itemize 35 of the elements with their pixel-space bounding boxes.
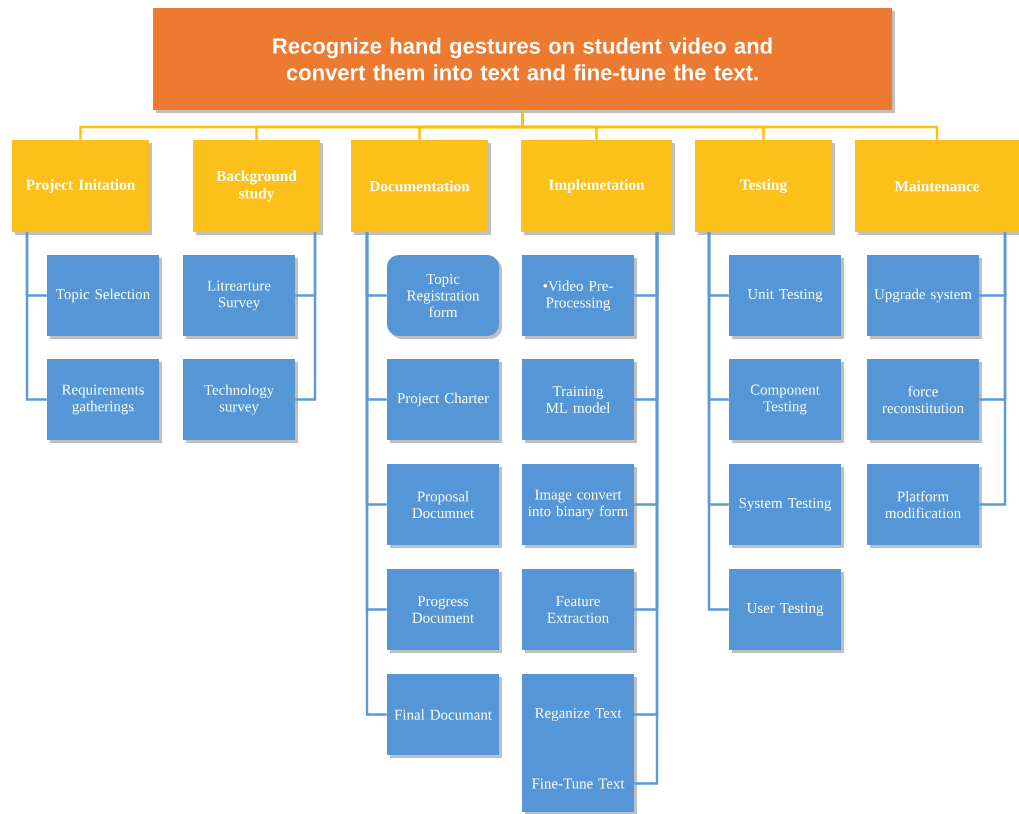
phase-box: Implemetation bbox=[521, 140, 675, 235]
task-box: Feature Extraction bbox=[522, 569, 637, 653]
task-box: System Testing bbox=[729, 464, 844, 548]
task-box: force reconstitution bbox=[867, 359, 982, 443]
title-box: Recognize hand gestures on student video and convert them into text and fine-tune the text. bbox=[153, 8, 895, 113]
task-box: Upgrade system bbox=[867, 255, 982, 339]
connector-line bbox=[295, 232, 317, 401]
connector-line bbox=[365, 232, 387, 716]
phase-box: Maintenance bbox=[855, 140, 1019, 235]
connector-line bbox=[521, 110, 939, 140]
task-box: Project Charter bbox=[387, 359, 502, 443]
task-box: Requirements gatherings bbox=[47, 359, 162, 443]
task-box: Topic Selection bbox=[47, 255, 162, 339]
connector-line bbox=[979, 232, 1007, 506]
task-box: •Video Pre-Processing bbox=[522, 255, 637, 339]
task-box: Final Documant bbox=[387, 674, 502, 758]
task-box: Fine-Tune Text bbox=[522, 755, 637, 814]
phase-box: Project Initation bbox=[12, 140, 152, 235]
task-box: Technology survey bbox=[183, 359, 298, 443]
task-box: Platform modification bbox=[867, 464, 982, 548]
task-box: Training ML model bbox=[522, 359, 637, 443]
task-box: Proposal Documnet bbox=[387, 464, 502, 548]
task-box: Component Testing bbox=[729, 359, 844, 443]
phase-box: Background study bbox=[193, 140, 323, 235]
connector-line bbox=[707, 232, 729, 611]
task-box: User Testing bbox=[729, 569, 844, 653]
task-box: Unit Testing bbox=[729, 255, 844, 339]
task-box: Image convert into binary form bbox=[522, 464, 637, 548]
task-box: Topic Registration form bbox=[387, 255, 502, 339]
phase-box: Documentation bbox=[351, 140, 491, 235]
task-box: Reganize Text bbox=[522, 674, 637, 758]
phase-box: Testing bbox=[695, 140, 835, 235]
task-box: Litrearture Survey bbox=[183, 255, 298, 339]
connector-line bbox=[25, 232, 47, 401]
task-box: Progress Document bbox=[387, 569, 502, 653]
